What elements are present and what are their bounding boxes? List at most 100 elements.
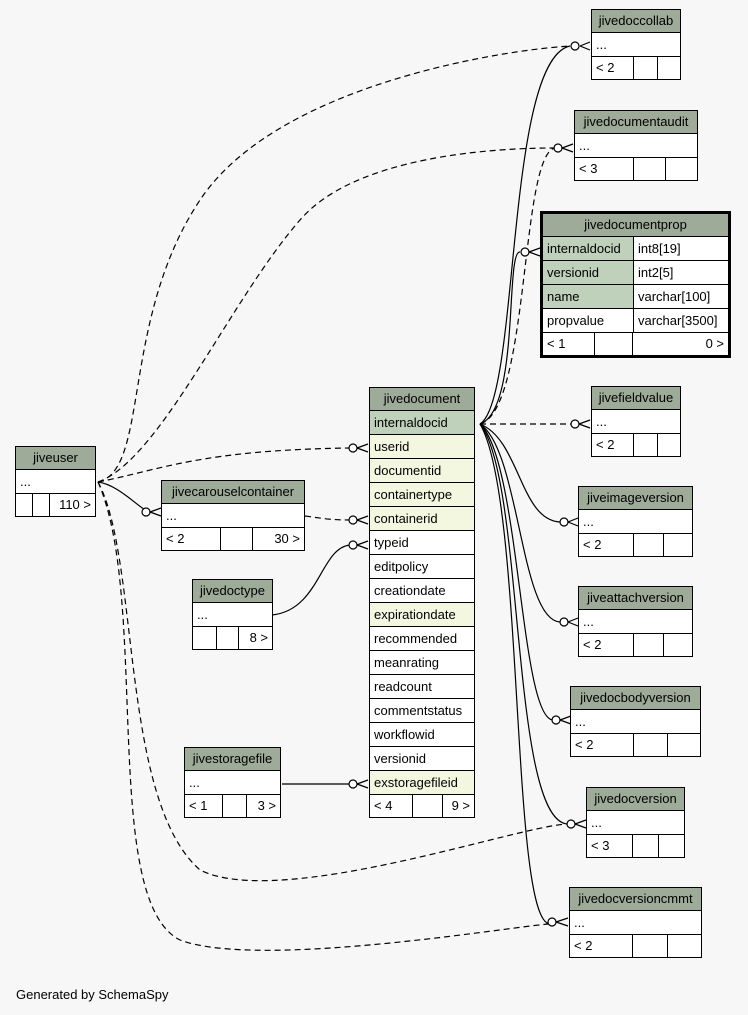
column-workflowid[interactable]: workflowid bbox=[370, 723, 474, 747]
table-jivedocversion[interactable]: jivedocversion ... < 3 bbox=[586, 787, 685, 858]
table-jivedocversioncmmt[interactable]: jivedocversioncmmt ... < 2 bbox=[569, 887, 702, 958]
column-exstoragefileid[interactable]: exstoragefileid bbox=[370, 771, 474, 795]
table-jivedocbodyversion-footer: < 2 bbox=[571, 734, 700, 756]
table-jivefieldvalue-title[interactable]: jivefieldvalue bbox=[592, 387, 680, 410]
rel-doc-docversion bbox=[479, 423, 569, 825]
children-count bbox=[664, 534, 692, 556]
children-count bbox=[659, 835, 684, 857]
table-jivefieldvalue-footer: < 2 bbox=[592, 434, 680, 456]
children-count: 9 > bbox=[451, 798, 470, 813]
column-creationdate[interactable]: creationdate bbox=[370, 579, 474, 603]
table-jivedocversioncmmt-title[interactable]: jivedocversioncmmt bbox=[570, 888, 701, 911]
table-jivedocbodyversion[interactable]: jivedocbodyversion ... < 2 bbox=[570, 686, 701, 757]
table-jiveuser[interactable]: jiveuser ... 110 > bbox=[15, 446, 96, 517]
table-jiveimageversion-title[interactable]: jiveimageversion bbox=[579, 487, 692, 510]
table-jivestoragefile[interactable]: jivestoragefile ... < 1 3 > bbox=[184, 747, 281, 818]
table-jivestoragefile-title[interactable]: jivestoragefile bbox=[185, 748, 280, 771]
column-type: varchar[3500] bbox=[638, 313, 718, 328]
children-count: 8 > bbox=[249, 630, 268, 645]
children-count bbox=[658, 434, 680, 456]
column-internaldocid[interactable]: internaldocid bbox=[370, 411, 474, 435]
rel-doctype-typeid bbox=[271, 544, 351, 616]
rel-user-docversion bbox=[97, 481, 569, 882]
table-jivedocversion-title[interactable]: jivedocversion bbox=[587, 788, 684, 811]
table-jivedoccollab[interactable]: jivedoccollab ... < 2 bbox=[591, 9, 681, 80]
column-count bbox=[634, 734, 668, 756]
table-jivecarouselcontainer-title[interactable]: jivecarouselcontainer bbox=[162, 481, 304, 504]
table-jivefieldvalue-ellipsis: ... bbox=[592, 410, 680, 434]
column-name: propvalue bbox=[543, 309, 634, 332]
column-typeid[interactable]: typeid bbox=[370, 531, 474, 555]
column-count bbox=[634, 634, 664, 656]
column-recommended[interactable]: recommended bbox=[370, 627, 474, 651]
children-count: 110 > bbox=[59, 497, 91, 512]
column-editpolicy[interactable]: editpolicy bbox=[370, 555, 474, 579]
children-count: 0 > bbox=[705, 336, 724, 351]
column-expirationdate[interactable]: expirationdate bbox=[370, 603, 474, 627]
table-jiveattachversion-footer: < 2 bbox=[579, 634, 692, 656]
column-versionid[interactable]: versionid bbox=[370, 747, 474, 771]
table-jiveattachversion[interactable]: jiveattachversion ... < 2 bbox=[578, 586, 693, 657]
table-jivestoragefile-ellipsis: ... bbox=[185, 771, 280, 795]
rel-user-userid bbox=[97, 447, 351, 483]
table-jivedocument-title[interactable]: jivedocument bbox=[370, 388, 474, 411]
table-jiveuser-title[interactable]: jiveuser bbox=[16, 447, 95, 470]
column-propvalue[interactable]: propvalue varchar[3500] bbox=[543, 309, 728, 333]
table-jivedocversion-ellipsis: ... bbox=[587, 811, 684, 835]
column-userid[interactable]: userid bbox=[370, 435, 474, 459]
column-count bbox=[595, 333, 633, 355]
parents-count bbox=[16, 494, 33, 516]
column-count bbox=[217, 627, 239, 649]
column-name: versionid bbox=[543, 261, 634, 284]
column-containerid[interactable]: containerid bbox=[370, 507, 474, 531]
column-meanrating[interactable]: meanrating bbox=[370, 651, 474, 675]
parents-count: < 2 bbox=[579, 534, 634, 556]
parents-count: < 2 bbox=[592, 57, 634, 79]
column-readcount[interactable]: readcount bbox=[370, 675, 474, 699]
rel-doc-imageversion bbox=[479, 423, 561, 523]
table-jiveimageversion[interactable]: jiveimageversion ... < 2 bbox=[578, 486, 693, 557]
parents-count: < 2 bbox=[592, 434, 634, 456]
table-jivedocumentaudit[interactable]: jivedocumentaudit ... < 3 bbox=[574, 110, 698, 181]
table-jivedocumentprop-title[interactable]: jivedocumentprop bbox=[543, 214, 728, 237]
table-jivedocument-footer: < 4 9 > bbox=[370, 795, 474, 817]
table-jivedoccollab-footer: < 2 bbox=[592, 57, 680, 79]
table-jiveattachversion-title[interactable]: jiveattachversion bbox=[579, 587, 692, 610]
table-jivedocumentprop-footer: < 1 0 > bbox=[543, 333, 728, 355]
table-jiveimageversion-footer: < 2 bbox=[579, 534, 692, 556]
table-jivefieldvalue[interactable]: jivefieldvalue ... < 2 bbox=[591, 386, 681, 457]
column-count bbox=[221, 528, 253, 550]
column-count bbox=[634, 57, 658, 79]
table-jivedoctype[interactable]: jivedoctype ... 8 > bbox=[192, 579, 273, 650]
table-jivedocumentaudit-title[interactable]: jivedocumentaudit bbox=[575, 111, 697, 134]
column-containertype[interactable]: containertype bbox=[370, 483, 474, 507]
rel-user-docversioncmmt bbox=[97, 481, 551, 951]
table-jivedoctype-title[interactable]: jivedoctype bbox=[193, 580, 272, 603]
column-documentid[interactable]: documentid bbox=[370, 459, 474, 483]
column-type: varchar[100] bbox=[638, 289, 711, 304]
table-jiveuser-ellipsis: ... bbox=[16, 470, 95, 494]
table-jivecarouselcontainer[interactable]: jivecarouselcontainer ... < 2 30 > bbox=[161, 480, 305, 551]
rel-doc-attachversion bbox=[479, 423, 561, 623]
column-count bbox=[634, 158, 666, 180]
rel-doc-doccollab bbox=[479, 45, 571, 425]
children-count bbox=[664, 634, 692, 656]
table-jiveattachversion-ellipsis: ... bbox=[579, 610, 692, 634]
children-count: 3 > bbox=[257, 798, 276, 813]
table-jivedoccollab-title[interactable]: jivedoccollab bbox=[592, 10, 680, 33]
column-count bbox=[633, 935, 668, 957]
children-count: 30 > bbox=[274, 531, 300, 546]
rel-carousel-containerid bbox=[304, 515, 351, 521]
table-jivecarouselcontainer-footer: < 2 30 > bbox=[162, 528, 304, 550]
parents-count: < 4 bbox=[370, 795, 413, 817]
column-count bbox=[413, 795, 443, 817]
column-commentstatus[interactable]: commentstatus bbox=[370, 699, 474, 723]
table-jivedocbodyversion-title[interactable]: jivedocbodyversion bbox=[571, 687, 700, 710]
